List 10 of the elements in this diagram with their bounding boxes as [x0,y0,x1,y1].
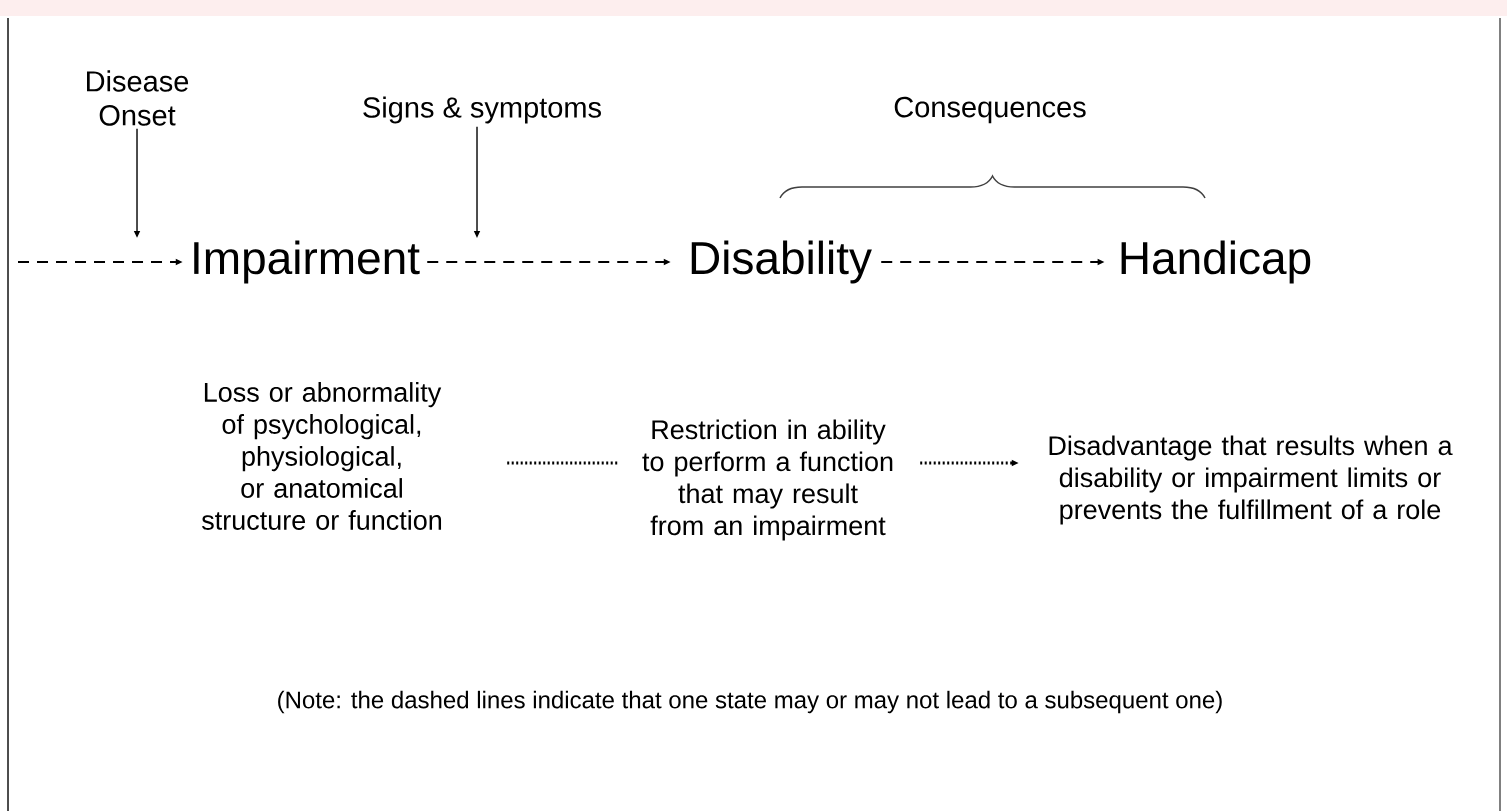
state-label: Impairment [194,240,420,284]
event-label: Disease Onset [87,70,189,126]
definition-text: Disadvantage that results when a disability or impairment limits or prevents the fulfillment of a role [1049,435,1453,525]
definition-text: Loss or abnormality of psychological, physiological, or anatomical structure or function [201,382,442,530]
note-text: (Note: the dashed lines indicate that one state may or may not lead to a subsequent one) [278,690,1222,714]
state-label: Disability [691,240,872,284]
event-label: Signs & symptoms [363,96,601,124]
state-label: Handicap [1121,240,1311,284]
definition-text: Restriction in ability to perform a function that may result from an impairment [642,419,893,541]
brace-label: Consequences [894,96,1086,124]
